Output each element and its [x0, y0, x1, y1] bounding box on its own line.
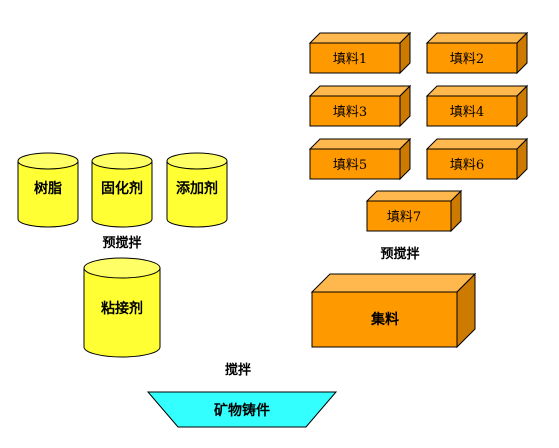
- filler-label-3: 填料3: [333, 105, 367, 120]
- filler-box-1: 填料1: [308, 31, 412, 75]
- premix-label-left: 预搅拌: [102, 235, 141, 251]
- cylinder-binder: 粘接剂: [83, 257, 161, 358]
- cylinder-hardener: 固化剂: [91, 152, 153, 228]
- filler-box-6: 填料6: [425, 137, 529, 181]
- filler-box-4: 填料4: [425, 84, 529, 128]
- filler-label-4: 填料4: [450, 105, 484, 120]
- filler-label-1: 填料1: [333, 52, 367, 67]
- filler-box-3: 填料3: [308, 84, 412, 128]
- cylinder-label-hardener: 固化剂: [101, 180, 143, 197]
- premix-label-right: 预搅拌: [380, 246, 419, 262]
- filler-box-2: 填料2: [425, 31, 529, 75]
- filler-box-7: 填料7: [365, 189, 463, 233]
- filler-label-2: 填料2: [450, 52, 484, 67]
- mix-label: 搅拌: [225, 362, 251, 378]
- cylinder-label-resin: 树脂: [34, 180, 62, 197]
- product-label: 矿物铸件: [214, 402, 270, 419]
- cylinder-label-additive: 添加剂: [176, 180, 218, 197]
- aggregate-label: 集料: [370, 311, 399, 328]
- product-mold: 矿物铸件: [146, 391, 338, 428]
- filler-label-5: 填料5: [333, 158, 367, 173]
- cylinder-additive: 添加剂: [166, 152, 228, 228]
- cylinder-resin: 树脂: [17, 152, 79, 228]
- filler-box-5: 填料5: [308, 137, 412, 181]
- aggregate-box: 集料: [310, 272, 477, 349]
- cylinder-label-binder: 粘接剂: [101, 300, 143, 317]
- filler-label-6: 填料6: [450, 158, 484, 173]
- filler-label-7: 填料7: [387, 210, 421, 225]
